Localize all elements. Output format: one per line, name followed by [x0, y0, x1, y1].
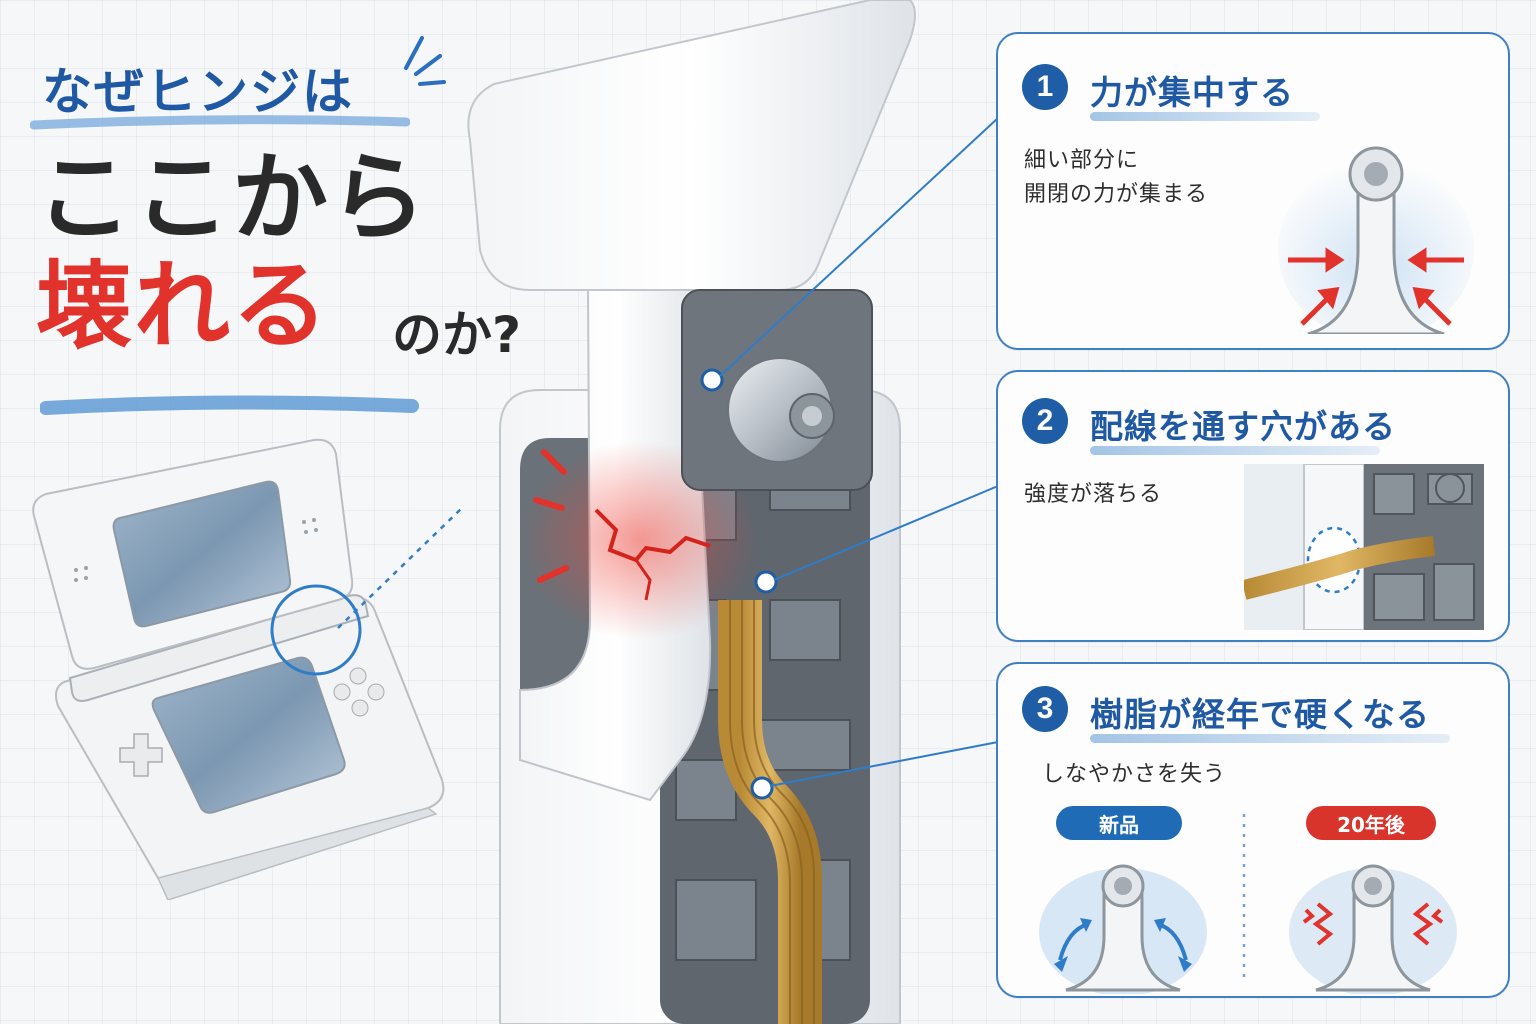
- heading-highlight: [1090, 446, 1380, 455]
- point-heading-2: 配線を通す穴がある: [1090, 407, 1396, 446]
- point-text-1-line-2: 開閉の力が集まる: [1024, 182, 1209, 208]
- hinge-cutaway-illustration: [467, 0, 916, 1024]
- stress-concentration-illustration: [1278, 146, 1474, 334]
- console-leader-line: [337, 507, 463, 629]
- point-number-2: 2: [1022, 398, 1068, 444]
- title-line-3-main: 壊れる: [36, 250, 330, 362]
- comparison-divider: [1242, 814, 1246, 984]
- label-new: 新品: [1056, 806, 1182, 840]
- point-card-1: 1 力が集中する 細い部分に 開閉の力が集まる: [996, 32, 1510, 350]
- handheld-console-illustration: [32, 438, 445, 900]
- title-line-1: なぜヒンジは: [42, 63, 354, 121]
- point-text-1: 細い部分に 開閉の力が集まる: [1024, 144, 1208, 212]
- point-text-1-line-1: 細い部分に: [1024, 148, 1140, 173]
- title-line-3-suffix: のか?: [392, 306, 522, 364]
- point-heading-1: 力が集中する: [1090, 73, 1294, 112]
- point-text-3: しなやかさを失う: [1042, 762, 1227, 787]
- point-text-2: 強度が落ちる: [1024, 482, 1163, 507]
- emphasis-burst-icon: [404, 36, 446, 86]
- heading-highlight: [1090, 112, 1320, 121]
- point-heading-3: 樹脂が経年で硬くなる: [1090, 695, 1430, 734]
- new-hinge-illustration: [1039, 864, 1207, 994]
- heading-highlight: [1090, 734, 1450, 743]
- point-number-1: 1: [1022, 64, 1068, 110]
- point-number-3: 3: [1022, 686, 1068, 732]
- point-card-3: 3 樹脂が経年で硬くなる しなやかさを失う 新品 20年後: [996, 662, 1510, 998]
- stress-arrow-icon: [1288, 247, 1464, 326]
- title-underline-stroke: [30, 115, 410, 130]
- title-line-2: ここから: [36, 142, 428, 254]
- label-20-years: 20年後: [1306, 806, 1436, 840]
- point-card-2: 2 配線を通す穴がある 強度が落ちる: [996, 370, 1510, 642]
- brittle-zigzag-icon: [1302, 902, 1444, 946]
- title-bottom-stroke: [40, 395, 419, 415]
- aged-hinge-illustration: [1289, 864, 1457, 994]
- wire-hole-illustration: [1244, 464, 1484, 630]
